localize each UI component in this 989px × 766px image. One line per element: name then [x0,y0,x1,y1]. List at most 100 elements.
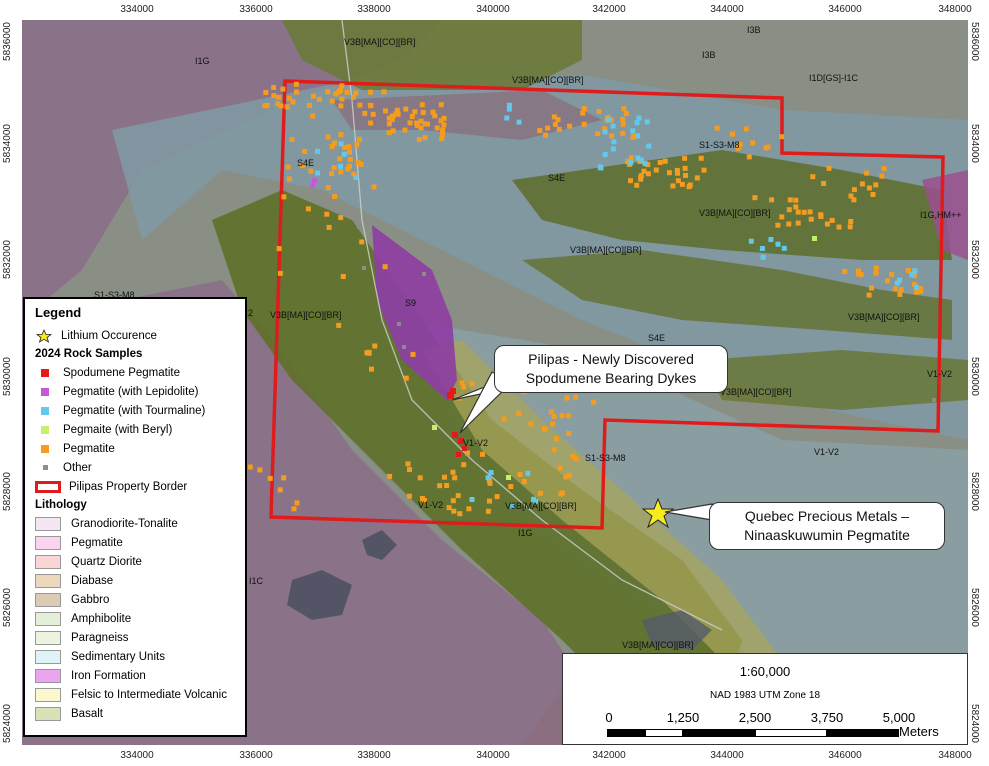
sample-point[interactable] [416,137,422,142]
sample-point[interactable] [847,224,853,230]
sample-point[interactable] [450,469,456,475]
sample-point[interactable] [461,462,467,468]
sample-point[interactable] [271,85,277,90]
sample-point[interactable] [630,128,636,134]
sample-point[interactable] [620,121,626,127]
sample-point[interactable] [340,274,346,279]
sample-point[interactable] [337,163,343,169]
sample-point[interactable] [881,166,887,172]
sample-point[interactable] [347,149,352,155]
sample-point[interactable] [339,96,345,102]
sample-point[interactable] [748,238,754,244]
sample-point[interactable] [628,160,634,166]
sample-point[interactable] [372,343,378,349]
sample-point[interactable] [406,493,412,499]
sample-point[interactable] [686,184,692,190]
sample-point[interactable] [807,209,813,215]
sample-point[interactable] [485,508,491,514]
sample-point[interactable] [357,136,362,142]
sample-point[interactable] [276,94,282,100]
sample-point[interactable] [403,106,409,112]
sample-point[interactable] [439,136,445,142]
sample-point[interactable] [346,144,352,150]
sample-point[interactable] [674,167,680,173]
sample-point[interactable] [521,479,527,484]
sample-point[interactable] [634,120,640,126]
sample-point[interactable] [611,139,617,145]
sample-point[interactable] [338,141,344,147]
sample-point[interactable] [342,145,348,151]
sample-point[interactable] [461,384,467,390]
sample-point[interactable] [851,187,857,193]
sample-point[interactable] [932,398,936,402]
sample-point[interactable] [638,173,644,179]
sample-point[interactable] [369,366,374,372]
sample-point[interactable] [281,194,287,200]
sample-point[interactable] [646,143,652,149]
sample-point[interactable] [620,116,626,122]
sample-point[interactable] [550,421,556,427]
sample-point[interactable] [458,438,464,444]
sample-point[interactable] [381,89,387,95]
sample-point[interactable] [645,162,651,168]
sample-point[interactable] [294,500,300,506]
sample-point[interactable] [566,431,572,436]
sample-point[interactable] [350,94,356,100]
sample-point[interactable] [909,272,915,278]
sample-point[interactable] [305,206,311,212]
sample-point[interactable] [557,465,563,471]
sample-point[interactable] [666,170,672,176]
sample-point[interactable] [353,174,359,180]
sample-point[interactable] [812,236,817,241]
sample-point[interactable] [263,90,269,95]
sample-point[interactable] [501,416,507,422]
sample-point[interactable] [517,472,523,477]
sample-point[interactable] [310,183,315,188]
sample-point[interactable] [670,183,676,189]
sample-point[interactable] [552,121,558,127]
sample-point[interactable] [531,496,536,502]
sample-point[interactable] [525,470,531,476]
sample-point[interactable] [456,452,461,457]
sample-point[interactable] [422,498,427,503]
sample-point[interactable] [516,119,522,125]
sample-point[interactable] [636,115,642,121]
sample-point[interactable] [768,237,774,242]
sample-point[interactable] [418,118,424,124]
sample-point[interactable] [457,511,463,517]
sample-point[interactable] [441,115,447,121]
sample-point[interactable] [537,490,543,496]
sample-point[interactable] [769,197,775,203]
sample-point[interactable] [564,395,570,401]
sample-point[interactable] [469,497,475,502]
sample-point[interactable] [759,246,765,251]
sample-point[interactable] [743,126,749,132]
sample-point[interactable] [487,480,493,486]
sample-point[interactable] [306,102,312,108]
sample-point[interactable] [300,163,305,169]
sample-point[interactable] [338,215,344,221]
sample-point[interactable] [315,148,320,154]
sample-point[interactable] [591,399,597,405]
sample-point[interactable] [286,95,292,101]
sample-point[interactable] [506,102,512,108]
sample-point[interactable] [450,388,456,394]
sample-point[interactable] [634,182,640,188]
sample-point[interactable] [285,164,291,170]
sample-point[interactable] [556,126,562,132]
sample-point[interactable] [808,216,814,222]
sample-point[interactable] [913,284,919,290]
sample-point[interactable] [358,161,364,167]
sample-point[interactable] [551,114,557,120]
sample-point[interactable] [357,225,361,229]
sample-point[interactable] [682,165,688,171]
sample-point[interactable] [325,185,331,191]
sample-point[interactable] [506,106,512,112]
sample-point[interactable] [786,207,792,213]
sample-point[interactable] [787,197,793,203]
sample-point[interactable] [355,160,361,165]
sample-point[interactable] [420,110,426,115]
sample-point[interactable] [884,278,890,284]
sample-point[interactable] [752,195,758,201]
sample-point[interactable] [276,246,282,252]
